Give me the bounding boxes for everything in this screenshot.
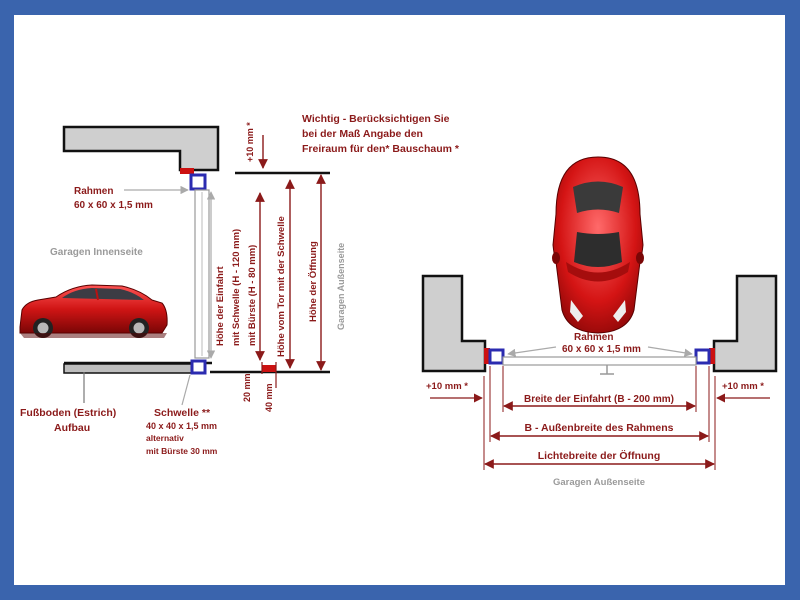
dim-einfahrt-line-1: Höhe der Einfahrt	[215, 265, 226, 346]
dim-tor-schwelle: Höhe vom Tor mit der Schwelle	[276, 216, 287, 357]
rahmen-size-right: 60 x 60 x 1,5 mm	[562, 344, 641, 355]
dim-40mm: 40 mm	[264, 383, 274, 412]
rahmen-profile-left	[488, 348, 505, 365]
outside-label-right: Garagen Außenseite	[553, 477, 645, 488]
rahmen-profile-right	[694, 348, 711, 365]
floor-screed	[63, 363, 201, 374]
rahmen-profile-top	[189, 173, 207, 191]
lintel-wall	[62, 125, 220, 172]
plus10-right: +10 mm *	[722, 381, 764, 392]
note-line-2: bei der Maß Angabe den	[302, 128, 423, 140]
dim-einfahrt-line-3: mit Bürste (H - 80 mm)	[247, 245, 258, 346]
side-section-view: Rahmen 60 x 60 x 1,5 mm Garagen Innensei…	[19, 113, 460, 456]
inside-label: Garagen Innenseite	[50, 247, 143, 258]
floor-title: Fußboden (Estrich)	[20, 407, 116, 419]
schwelle-title: Schwelle **	[154, 407, 211, 419]
car-side-view	[19, 284, 168, 338]
foam-seal-top	[180, 168, 194, 174]
floor-sub: Aufbau	[54, 422, 90, 434]
left-wall	[421, 274, 487, 373]
door-leaf-top	[502, 356, 697, 366]
dim-lichtebreite: Lichtebreite der Öffnung	[538, 449, 661, 462]
plus10-top: +10 mm *	[245, 122, 255, 162]
dim-einfahrt-line-2: mit Schwelle (H - 120 mm)	[231, 229, 242, 346]
schwelle-alt: alternativ	[146, 433, 184, 443]
rahmen-size-left: 60 x 60 x 1,5 mm	[74, 200, 153, 211]
rahmen-title-right: Rahmen	[574, 332, 613, 343]
dim-breite-einfahrt: Breite der Einfahrt (B - 200 mm)	[524, 394, 674, 405]
outside-label-left: Garagen Außenseite	[336, 243, 346, 330]
rahmen-title-left: Rahmen	[74, 186, 113, 197]
foam-seal-right	[709, 348, 715, 364]
schwelle-profile	[190, 359, 207, 375]
foam-seal-left	[484, 348, 490, 364]
schwelle-size: 40 x 40 x 1,5 mm	[146, 421, 217, 431]
plus10-left: +10 mm *	[426, 381, 468, 392]
note-line-3: Freiraum für den* Bauschaum *	[302, 143, 460, 155]
floor-outside-slab	[262, 365, 276, 372]
car-top-view	[552, 156, 644, 334]
dim-oeffnung-hoehe: Höhe der Öffnung	[308, 241, 319, 322]
dim-20mm: 20 mm	[242, 373, 252, 402]
dim-aussenbreite: B - Außenbreite des Rahmens	[525, 422, 674, 434]
note-line-1: Wichtig - Berücksichtigen Sie	[302, 113, 450, 125]
top-plan-view: Rahmen 60 x 60 x 1,5 mm +10 mm * +10 mm …	[421, 156, 778, 488]
schwelle-brush: mit Bürste 30 mm	[146, 446, 218, 456]
right-wall	[712, 274, 778, 373]
